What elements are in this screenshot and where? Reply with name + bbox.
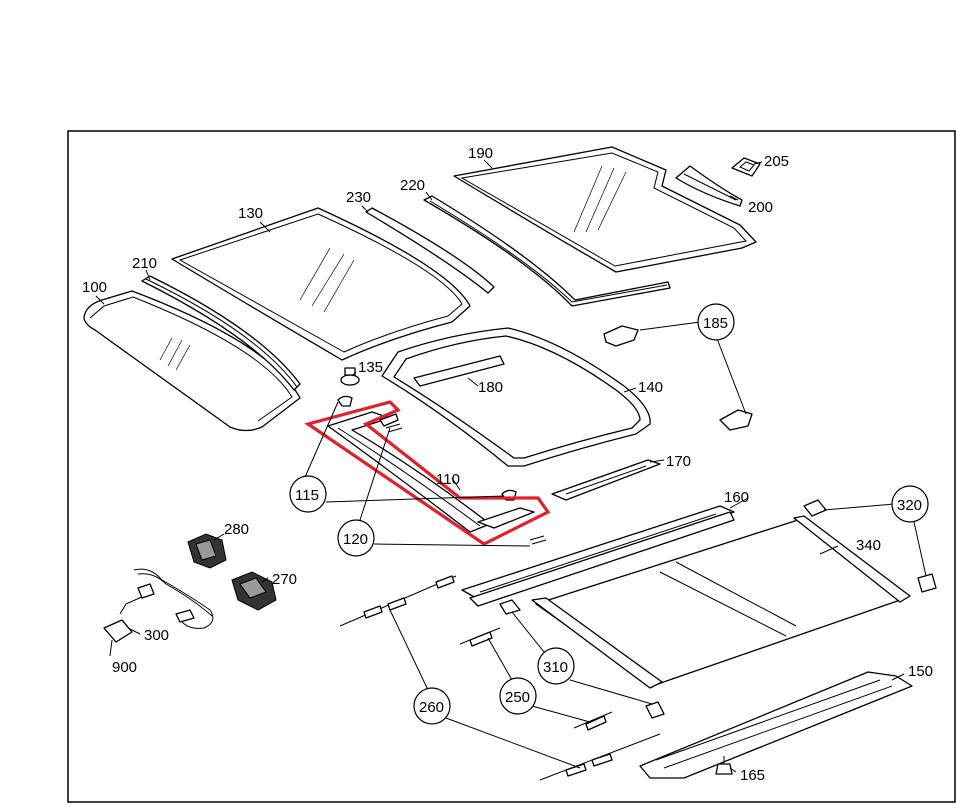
part-185-brackets[interactable] (603, 325, 753, 431)
label-230: 230 (346, 189, 371, 206)
part-140-frame[interactable] (381, 327, 651, 467)
callout-circle-320 (891, 485, 929, 523)
callout-label-260: 260 (419, 699, 444, 716)
label-190: 190 (468, 145, 493, 162)
part-100-front-glass[interactable] (83, 290, 301, 432)
callout-circle-310 (537, 647, 575, 685)
part-320-clips[interactable] (803, 499, 937, 593)
part-220-seal[interactable] (423, 195, 671, 307)
part-900-tag[interactable] (103, 619, 133, 643)
label-220: 220 (400, 177, 425, 194)
callout-label-120: 120 (343, 531, 368, 548)
part-130-glass[interactable] (171, 207, 471, 361)
part-180-seal[interactable] (413, 355, 505, 387)
callout-label-320: 320 (897, 497, 922, 514)
part-135-clip[interactable] (340, 367, 360, 386)
part-210-seal[interactable] (141, 275, 301, 391)
part-260-cables[interactable] (339, 575, 661, 781)
callout-circle-250 (499, 677, 537, 715)
part-165-screw[interactable] (715, 756, 733, 775)
callout-circle-115 (289, 475, 327, 513)
label-900: 900 (112, 659, 137, 676)
part-205-bracket[interactable] (731, 157, 761, 177)
part-300-harness[interactable] (119, 568, 214, 629)
label-280: 280 (224, 521, 249, 538)
callout-label-310: 310 (543, 659, 568, 676)
callout-circle-185 (697, 303, 735, 341)
leader-lines (95, 159, 927, 773)
label-210: 210 (132, 255, 157, 272)
diagram-frame (67, 130, 956, 803)
label-205: 205 (764, 153, 789, 170)
label-270: 270 (272, 571, 297, 588)
label-130: 130 (238, 205, 263, 222)
label-100: 100 (82, 279, 107, 296)
part-340-sunblind[interactable] (531, 515, 911, 689)
part-190-rear-glass[interactable] (453, 146, 757, 273)
label-160: 160 (724, 489, 749, 506)
callout-label-250: 250 (505, 689, 530, 706)
label-180: 180 (478, 379, 503, 396)
part-230-seal[interactable] (365, 207, 495, 294)
label-150: 150 (908, 663, 933, 680)
label-110: 110 (436, 471, 460, 488)
part-200-cover[interactable] (675, 165, 743, 207)
label-135: 135 (358, 359, 383, 376)
part-250-cables[interactable] (459, 627, 613, 731)
callout-circle-260 (413, 687, 451, 725)
part-310-clips[interactable] (499, 599, 665, 719)
label-170: 170 (666, 453, 691, 470)
part-160-rail[interactable] (461, 505, 735, 607)
label-200: 200 (748, 199, 773, 216)
part-110-rail[interactable] (304, 400, 551, 546)
label-340: 340 (856, 537, 881, 554)
label-300: 300 (144, 627, 169, 644)
part-120-springs[interactable] (385, 423, 547, 545)
part-150-rail[interactable] (639, 671, 913, 779)
part-170-guide[interactable] (551, 459, 661, 501)
callout-label-185: 185 (703, 315, 728, 332)
label-140: 140 (638, 379, 663, 396)
part-270-motor[interactable] (231, 571, 277, 611)
callout-label-115: 115 (295, 487, 319, 504)
label-165: 165 (740, 767, 765, 784)
part-280-motor[interactable] (187, 533, 227, 569)
highlight-outline (304, 400, 551, 546)
callout-circle-120 (337, 519, 375, 557)
